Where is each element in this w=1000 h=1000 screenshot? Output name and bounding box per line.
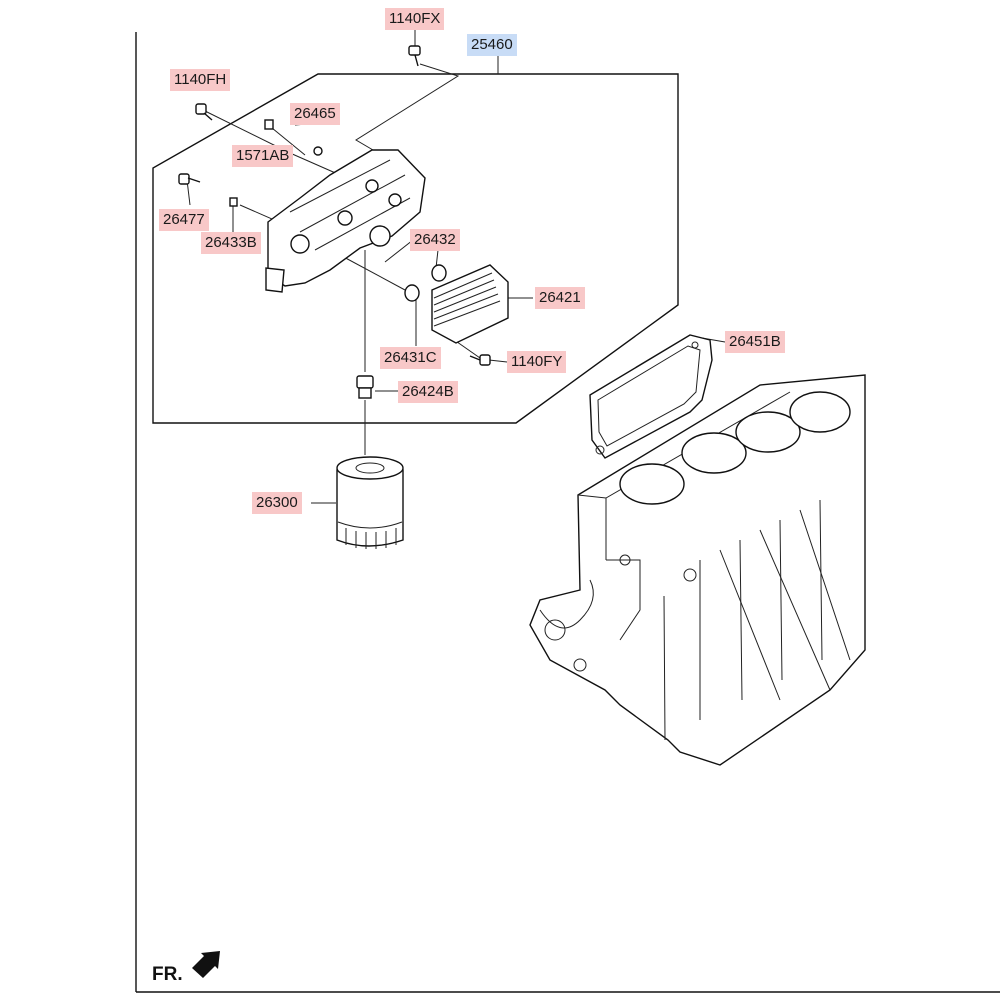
fitting-26477 — [178, 173, 201, 185]
label-1140FX[interactable]: 1140FX — [385, 8, 445, 30]
filter-housing — [265, 149, 426, 293]
seal-26433B — [229, 197, 238, 207]
bolt-1140FX — [408, 45, 421, 67]
label-26300[interactable]: 26300 — [252, 492, 302, 514]
bolt-1140FY — [469, 354, 491, 366]
label-1571AB[interactable]: 1571AB — [232, 145, 294, 167]
label-25460[interactable]: 25460 — [467, 34, 517, 56]
connector-26424B — [356, 375, 374, 399]
label-1140FH[interactable]: 1140FH — [170, 69, 231, 91]
label-26477[interactable]: 26477 — [159, 209, 209, 231]
front-marker-label: FR. — [152, 964, 183, 985]
o-ring-26431C — [404, 284, 420, 302]
label-26431C[interactable]: 26431C — [380, 347, 441, 369]
bolt-1140FH — [195, 103, 213, 121]
label-26451B[interactable]: 26451B — [725, 331, 785, 353]
oil-filter-26300 — [336, 456, 404, 549]
oil-cooler-26421 — [431, 264, 509, 344]
leader-lines — [186, 30, 726, 504]
assembly-box-outline — [152, 73, 679, 424]
label-26421[interactable]: 26421 — [535, 287, 585, 309]
label-1140FY[interactable]: 1140FY — [507, 351, 567, 373]
o-ring-26432 — [431, 264, 447, 282]
gasket-26451B — [589, 334, 713, 459]
label-26433B[interactable]: 26433B — [201, 232, 261, 254]
label-26432[interactable]: 26432 — [410, 229, 460, 251]
arrow-icon — [192, 951, 220, 978]
nut-1571AB — [264, 119, 274, 130]
engine-block — [529, 374, 866, 766]
label-26465[interactable]: 26465 — [290, 103, 340, 125]
plug-26465 — [313, 146, 323, 156]
label-26424B[interactable]: 26424B — [398, 381, 458, 403]
